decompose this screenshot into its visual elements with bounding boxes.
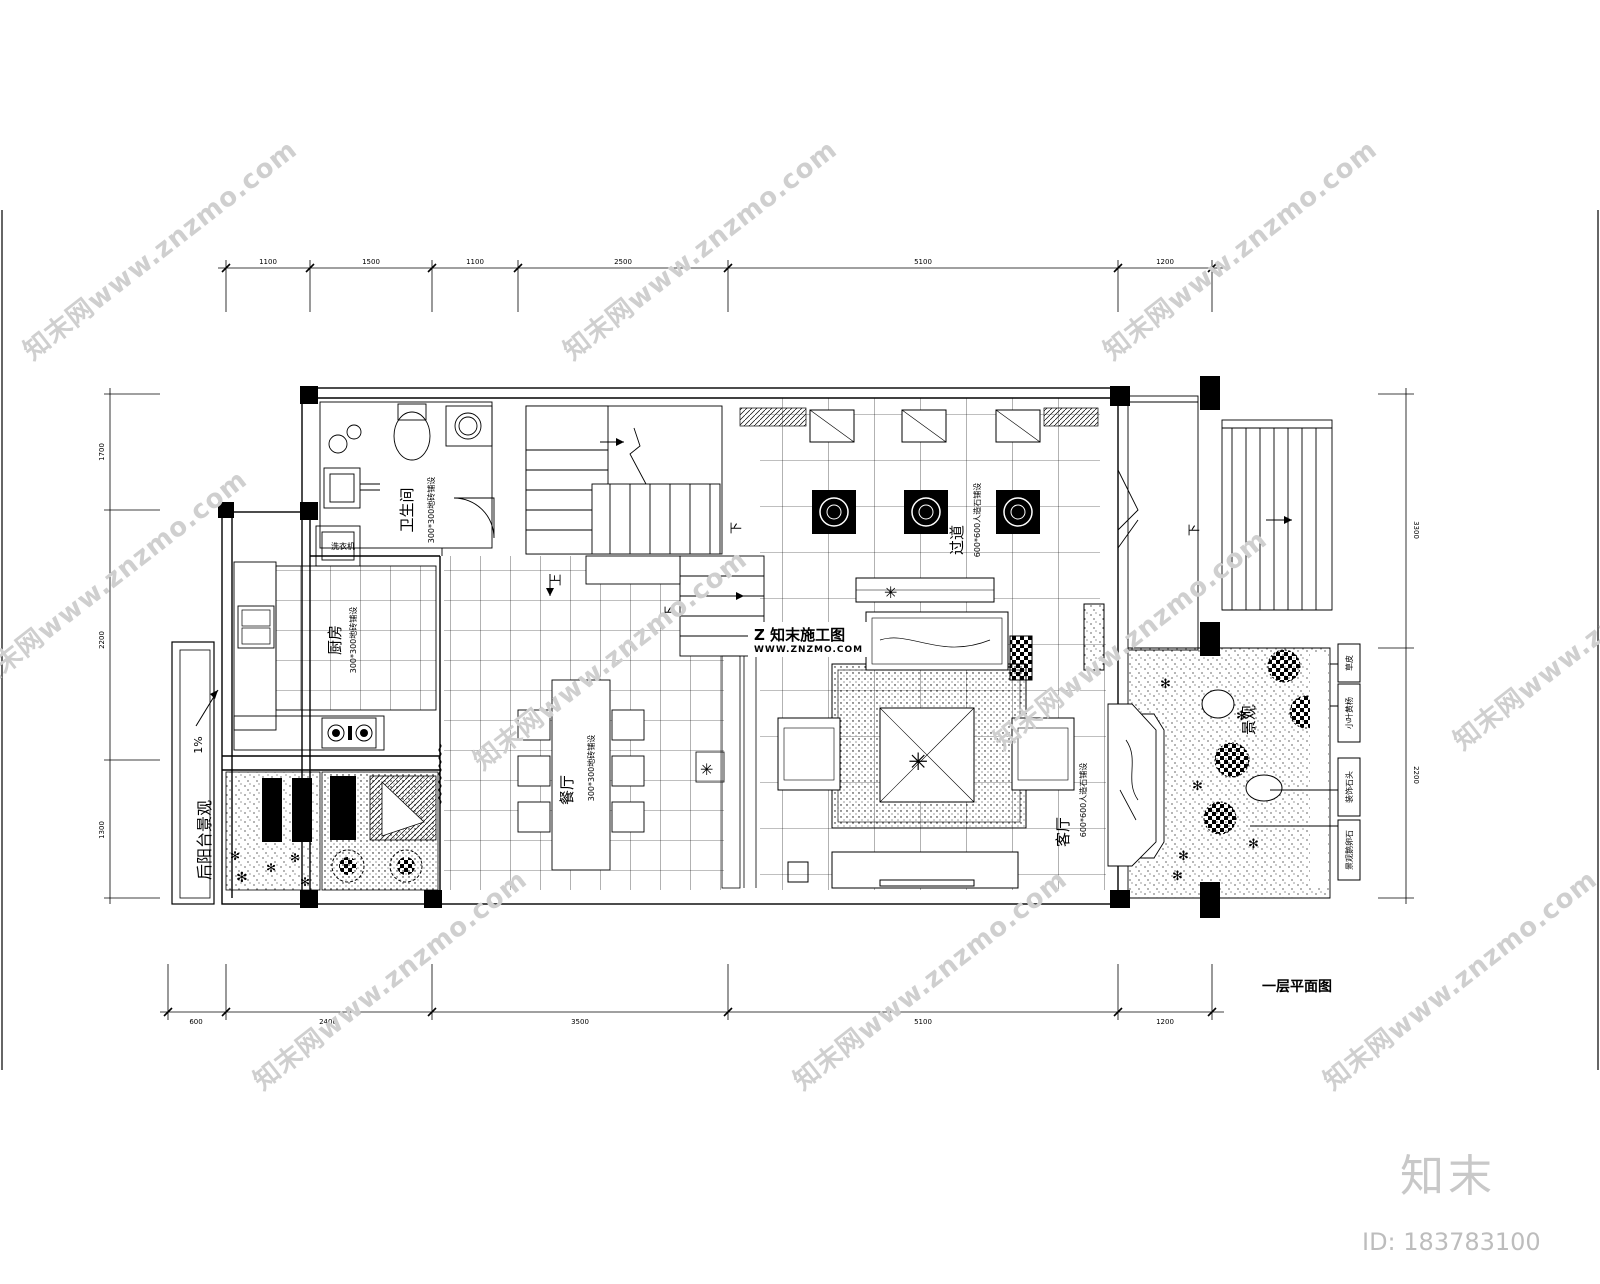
kitchen-label: 厨房 — [326, 625, 344, 655]
svg-text:✻: ✻ — [1192, 779, 1203, 794]
garden-plants: ✻ ✻ ✻ ✻ ✻ ✻ — [1160, 677, 1259, 884]
svg-text:✻: ✻ — [1178, 849, 1189, 864]
back-balcony — [171, 641, 219, 905]
svg-text:✻: ✻ — [1236, 709, 1247, 724]
dim-top-4: 2500 — [614, 258, 632, 266]
brand-watermark: 知末 — [1400, 1151, 1496, 1202]
svg-text:✻: ✻ — [290, 851, 300, 865]
porch-down-label: 下 — [1187, 524, 1201, 536]
garden-legend-1: 草皮 — [1344, 655, 1354, 671]
drawing-title: 一层平面图 — [1262, 979, 1332, 995]
living-floor-note: 600*600人造石铺设 — [1078, 763, 1088, 838]
slope-label: 1% — [192, 736, 205, 753]
svg-text:✻: ✻ — [1248, 837, 1259, 852]
living-label: 客厅 — [1054, 817, 1072, 847]
partition-screen — [695, 655, 757, 889]
washer-label: 洗衣机 — [331, 541, 355, 551]
svg-text:✻: ✻ — [266, 861, 276, 875]
dining-table — [517, 679, 645, 871]
svg-text:✻: ✻ — [1160, 677, 1171, 692]
left-dimension-line — [104, 388, 160, 904]
dim-top-3: 1100 — [466, 258, 484, 266]
dim-bottom-5: 1200 — [1156, 1018, 1174, 1026]
dining-floor-note: 300*300地砖铺设 — [586, 735, 596, 802]
curtain — [438, 743, 442, 805]
plant-icon-corridor: ✳ — [884, 583, 897, 602]
coffee-table-icon: ✳ — [908, 748, 928, 776]
svg-text:✻: ✻ — [230, 849, 240, 863]
garden-legend-2: 小叶黄杨 — [1344, 697, 1354, 729]
top-dimension-line — [218, 260, 1224, 312]
bathroom-label: 卫生间 — [398, 487, 416, 532]
znzmo-logo: Z 知末施工图 WWW.ZNZMO.COM — [748, 622, 870, 657]
garden-legend-4: 景观鹅卵石 — [1344, 830, 1354, 870]
dim-bottom-2: 2400 — [319, 1018, 337, 1026]
back-balcony-planting: ✻ ✻ ✻ ✻ ✻ — [225, 771, 439, 891]
dim-left-2: 2200 — [98, 631, 106, 649]
dim-right-2: 2200 — [1412, 766, 1420, 784]
kitchen-floor-note: 300*300地砖铺设 — [348, 607, 358, 674]
dim-left-3: 1300 — [98, 821, 106, 839]
dim-bottom-4: 5100 — [914, 1018, 932, 1026]
stair-up-label: 上 — [549, 574, 563, 586]
stair-down-label-1: 下 — [729, 522, 743, 534]
dim-bottom-1: 600 — [189, 1018, 202, 1026]
dim-bottom-3: 3500 — [571, 1018, 589, 1026]
dim-top-5: 5100 — [914, 258, 932, 266]
dim-top-6: 1200 — [1156, 258, 1174, 266]
garden-label: 景观 — [1240, 705, 1258, 735]
dim-top-2: 1500 — [362, 258, 380, 266]
back-balcony-label: 后阳台景观 — [195, 800, 214, 880]
dim-right-1: 3300 — [1412, 521, 1420, 539]
plant-icon-partition: ✳ — [700, 760, 713, 779]
dim-left-1: 1700 — [98, 443, 106, 461]
kitchen — [233, 561, 437, 751]
bathroom — [315, 401, 495, 567]
dining-label: 餐厅 — [558, 775, 576, 805]
svg-text:✻: ✻ — [300, 875, 310, 889]
dim-top-1: 1100 — [259, 258, 277, 266]
bottom-dimension-line — [160, 964, 1224, 1020]
garden-legend-3: 装饰石头 — [1344, 771, 1354, 803]
svg-text:✻: ✻ — [236, 870, 248, 886]
logo-z-icon: Z — [754, 626, 765, 644]
image-id: ID: 183783100 — [1362, 1228, 1541, 1256]
front-garden — [1107, 643, 1361, 899]
corridor-floor-note: 600*600人造石铺设 — [972, 483, 982, 558]
living-furniture — [777, 611, 1075, 889]
staircase — [525, 405, 765, 657]
front-porch-stairs — [1127, 395, 1333, 651]
logo-url: WWW.ZNZMO.COM — [754, 645, 864, 655]
logo-name: 知末施工图 — [770, 626, 846, 644]
right-dimension-line — [1378, 388, 1414, 904]
svg-text:✻: ✻ — [1172, 869, 1183, 884]
corridor-label: 过道 — [948, 525, 966, 555]
stair-down-label-2: 下 — [663, 606, 677, 618]
bathroom-floor-note: 300*300地砖铺设 — [426, 477, 436, 544]
